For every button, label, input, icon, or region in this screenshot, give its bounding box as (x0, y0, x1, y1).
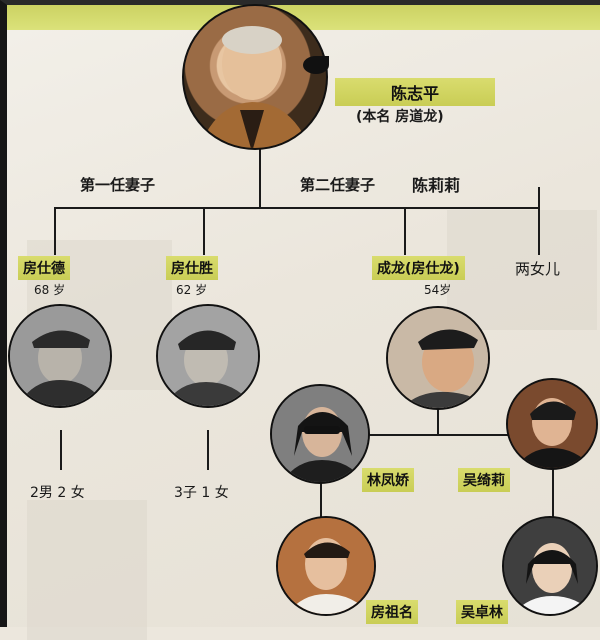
patriarch-silhouette (199, 26, 311, 148)
partner-portrait-2 (506, 378, 598, 470)
child-portrait-2 (156, 304, 260, 408)
speech-pointer (303, 56, 329, 74)
partner-silhouette-2 (508, 380, 596, 468)
page-frame (0, 0, 600, 627)
grandchild-line-2 (552, 465, 554, 520)
grandchild-portrait-2 (502, 516, 598, 616)
partner-portrait-1 (270, 384, 370, 484)
first-wife-label: 第一任妻子 (80, 176, 156, 194)
patriarch-real-name: (本名 房道龙) (356, 109, 444, 125)
background-photo-ghost (27, 500, 147, 640)
child-silhouette-3 (388, 308, 488, 408)
child-descendants-1: 2男 2 女 (30, 485, 85, 501)
child-name-2: 房仕胜 (166, 256, 218, 280)
child-age-2: 62 岁 (176, 283, 208, 297)
descendant-line-2 (207, 430, 209, 470)
second-wife-connector (538, 187, 540, 209)
child-descendants-2: 3子 1 女 (174, 485, 229, 501)
background-photo-ghost (447, 210, 597, 330)
child-drop-3 (404, 207, 406, 255)
child-portrait-1 (8, 304, 112, 408)
daughters-drop (538, 207, 540, 255)
child-drop-2 (203, 207, 205, 255)
partner-name-1: 林凤娇 (362, 468, 414, 492)
child-age-3: 54岁 (424, 283, 452, 297)
jackie-drop (437, 408, 439, 436)
child-name-3: 成龙(房仕龙) (372, 256, 465, 280)
grandchild-silhouette-2 (504, 518, 596, 614)
patriarch-portrait (182, 4, 328, 150)
child-drop-1 (54, 207, 56, 255)
descendant-line-1 (60, 430, 62, 470)
trunk-line (259, 148, 261, 208)
partner-name-2: 吴绮莉 (458, 468, 510, 492)
partners-bar (320, 434, 552, 436)
child-name-1: 房仕德 (18, 256, 70, 280)
child-silhouette-2 (158, 306, 258, 406)
child-portrait-3 (386, 306, 490, 410)
second-wife-label: 第二任妻子 (300, 176, 376, 194)
partner-silhouette-1 (272, 386, 368, 482)
patriarch-name: 陈志平 (335, 78, 495, 106)
child-silhouette-1 (10, 306, 110, 406)
second-wife-name: 陈莉莉 (412, 176, 461, 195)
grandchild-portrait-1 (276, 516, 376, 616)
grandchild-line-1 (320, 470, 322, 518)
grandchild-silhouette-1 (278, 518, 374, 614)
children-bar (54, 207, 540, 209)
two-daughters-label: 两女儿 (515, 260, 561, 278)
grandchild-name-2: 吴卓林 (456, 600, 508, 624)
grandchild-name-1: 房祖名 (366, 600, 418, 624)
child-age-1: 68 岁 (34, 283, 66, 297)
